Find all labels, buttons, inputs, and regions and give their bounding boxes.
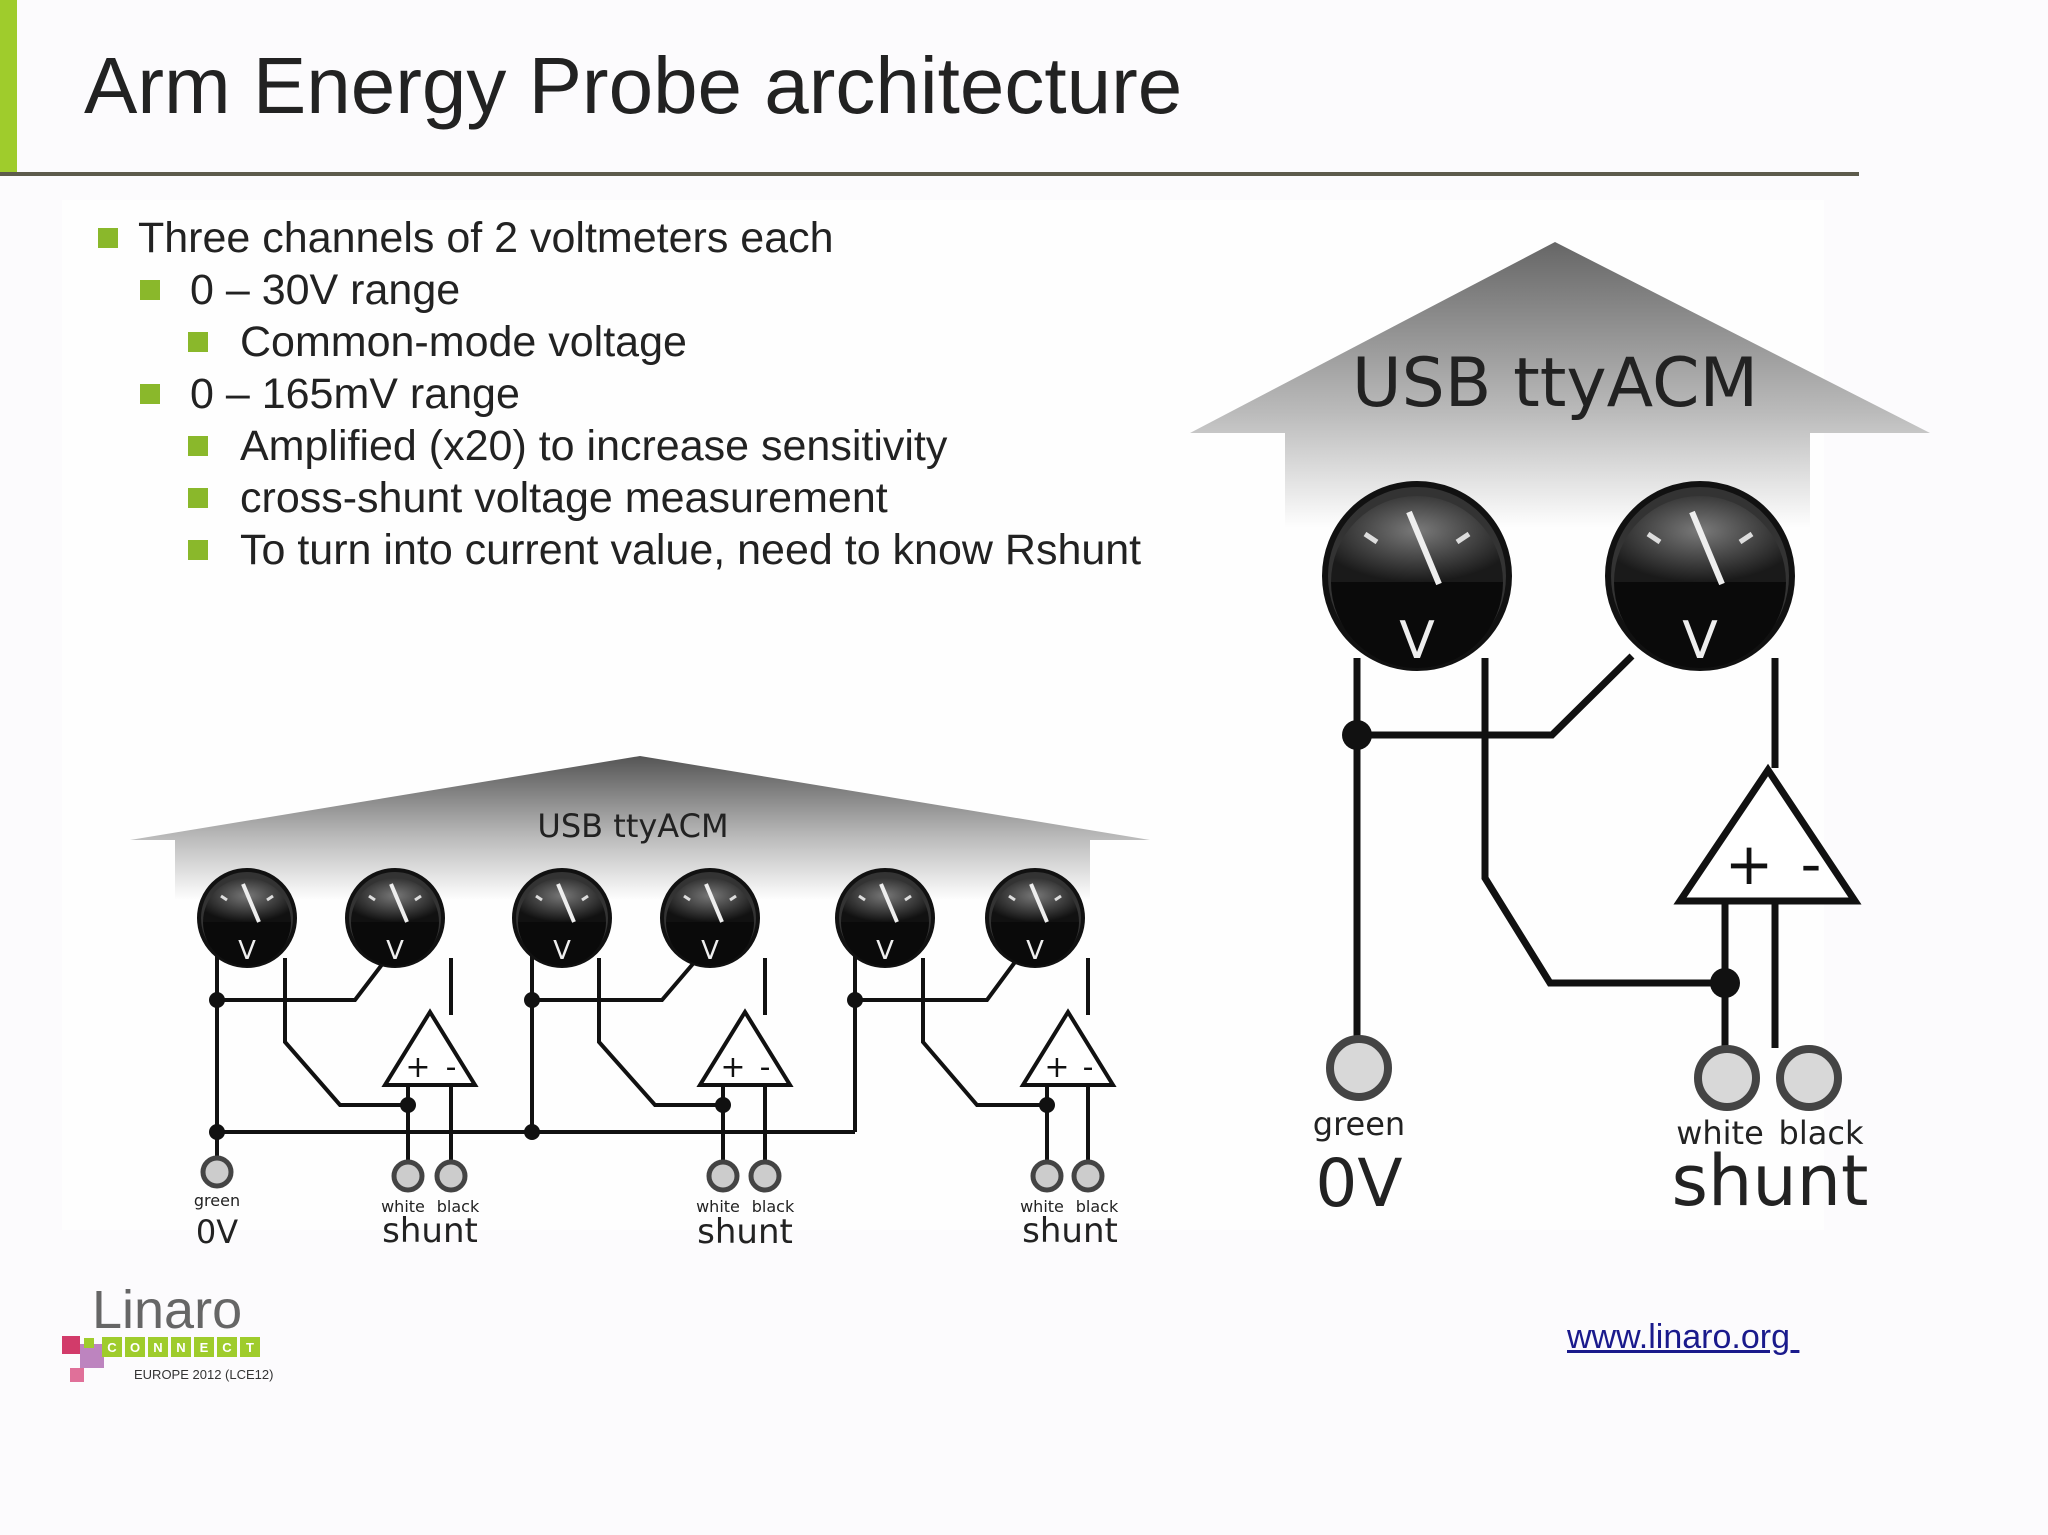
linaro-url-link[interactable]: www.linaro.org: [1567, 1318, 1800, 1356]
svg-text:0V: 0V: [196, 1213, 238, 1251]
bullet-marker: [188, 332, 208, 352]
bullet-item: cross-shunt voltage measurement: [188, 472, 888, 524]
svg-text:+: +: [405, 1050, 430, 1085]
svg-text:white: white: [1020, 1197, 1064, 1216]
svg-text:+: +: [1725, 830, 1774, 898]
svg-text:E: E: [200, 1340, 209, 1355]
svg-text:black: black: [752, 1197, 795, 1216]
bullet-item: 0 – 165mV range: [140, 368, 520, 420]
terminals: [200, 1155, 1105, 1193]
svg-text:N: N: [176, 1340, 185, 1355]
svg-text:-: -: [760, 1050, 771, 1085]
bullet-text: cross-shunt voltage measurement: [240, 474, 888, 522]
svg-text:C: C: [107, 1340, 117, 1355]
slide-title: Arm Energy Probe architecture: [84, 41, 1183, 130]
svg-text:V: V: [701, 936, 719, 966]
usb-header-label: USB ttyACM: [1352, 344, 1758, 423]
svg-text:V: V: [1399, 611, 1435, 671]
svg-text:0V: 0V: [1315, 1145, 1402, 1222]
bullet-item: To turn into current value, need to know…: [188, 524, 1141, 576]
bullet-item: Common-mode voltage: [188, 316, 687, 368]
usb-roof: [130, 756, 1150, 900]
logo-connect-boxes: [102, 1337, 260, 1357]
svg-text:white: white: [381, 1197, 425, 1216]
svg-text:shunt: shunt: [697, 1212, 793, 1252]
logo-squares: [62, 1336, 104, 1382]
bullet-text: To turn into current value, need to know…: [240, 526, 1142, 574]
bullet-item: 0 – 30V range: [140, 264, 460, 316]
svg-text:-: -: [1083, 1050, 1094, 1085]
bullet-text: 0 – 30V range: [190, 266, 461, 314]
bullet-marker: [140, 280, 160, 300]
svg-text:O: O: [130, 1340, 140, 1355]
terminal-labels: green 0V white black shunt: [1313, 1105, 1869, 1222]
junction-dots: [209, 992, 1055, 1140]
amplifier-signs: +- +- +-: [405, 1050, 1093, 1085]
svg-text:green: green: [1313, 1105, 1405, 1143]
terminals: [1326, 1035, 1842, 1111]
bullet-marker: [188, 436, 208, 456]
svg-text:V: V: [553, 936, 571, 966]
bullet-item: Three channels of 2 voltmeters each: [98, 212, 834, 264]
logo-connect-letters: C O N N E C T: [107, 1340, 254, 1355]
meter-labels: V V V V V V: [238, 936, 1044, 966]
svg-text:T: T: [246, 1340, 254, 1355]
svg-text:V: V: [876, 936, 894, 966]
svg-text:white: white: [696, 1197, 740, 1216]
bullet-marker: [140, 384, 160, 404]
svg-text:shunt: shunt: [1671, 1140, 1868, 1222]
amplifier-signs: + -: [1725, 830, 1822, 898]
wiring: [215, 950, 1090, 1160]
svg-text:V: V: [1682, 611, 1718, 671]
svg-text:C: C: [222, 1340, 232, 1355]
svg-text:black: black: [437, 1197, 480, 1216]
usb-roof: [1190, 242, 1930, 528]
svg-text:shunt: shunt: [1022, 1211, 1118, 1251]
accent-bar: [0, 0, 17, 176]
linaro-connect-logo: Linaro C O N N E C T EUROPE 2012 (LCE12): [56, 1280, 296, 1390]
logo-event: EUROPE 2012 (LCE12): [134, 1367, 273, 1382]
amplifiers: [381, 1008, 1117, 1087]
junction-dots: [1342, 720, 1740, 998]
svg-text:black: black: [1076, 1197, 1119, 1216]
svg-text:-: -: [1801, 830, 1822, 898]
title-rule: [0, 172, 1859, 176]
bullet-text: 0 – 165mV range: [190, 370, 520, 418]
bullet-item: Amplified (x20) to increase sensitivity: [188, 420, 947, 472]
svg-text:N: N: [153, 1340, 162, 1355]
usb-header-label: USB ttyACM: [537, 807, 728, 845]
svg-text:black: black: [1779, 1114, 1864, 1152]
amplifier: [1673, 763, 1862, 905]
single-channel-diagram: USB ttyACM V V + - green: [1185, 238, 1935, 1228]
svg-text:+: +: [1044, 1050, 1069, 1085]
svg-text:shunt: shunt: [382, 1211, 478, 1251]
three-channel-diagram: USB ttyACM: [125, 750, 1155, 1260]
svg-text:V: V: [1026, 936, 1044, 966]
bullet-text: Common-mode voltage: [240, 318, 687, 366]
logo-brand: Linaro: [92, 1280, 242, 1340]
terminal-labels: green 0V white black shunt white black s…: [194, 1191, 1119, 1252]
bullet-marker: [188, 488, 208, 508]
svg-text:+: +: [720, 1050, 745, 1085]
bullet-text: Three channels of 2 voltmeters each: [138, 214, 834, 262]
bullet-marker: [98, 228, 118, 248]
meter-labels: V V: [1399, 611, 1718, 671]
svg-text:V: V: [238, 936, 256, 966]
svg-text:green: green: [194, 1191, 240, 1210]
bullet-text: Amplified (x20) to increase sensitivity: [240, 422, 948, 470]
svg-text:white: white: [1676, 1114, 1764, 1152]
svg-text:-: -: [446, 1050, 457, 1085]
bullet-marker: [188, 540, 208, 560]
svg-text:V: V: [386, 936, 404, 966]
